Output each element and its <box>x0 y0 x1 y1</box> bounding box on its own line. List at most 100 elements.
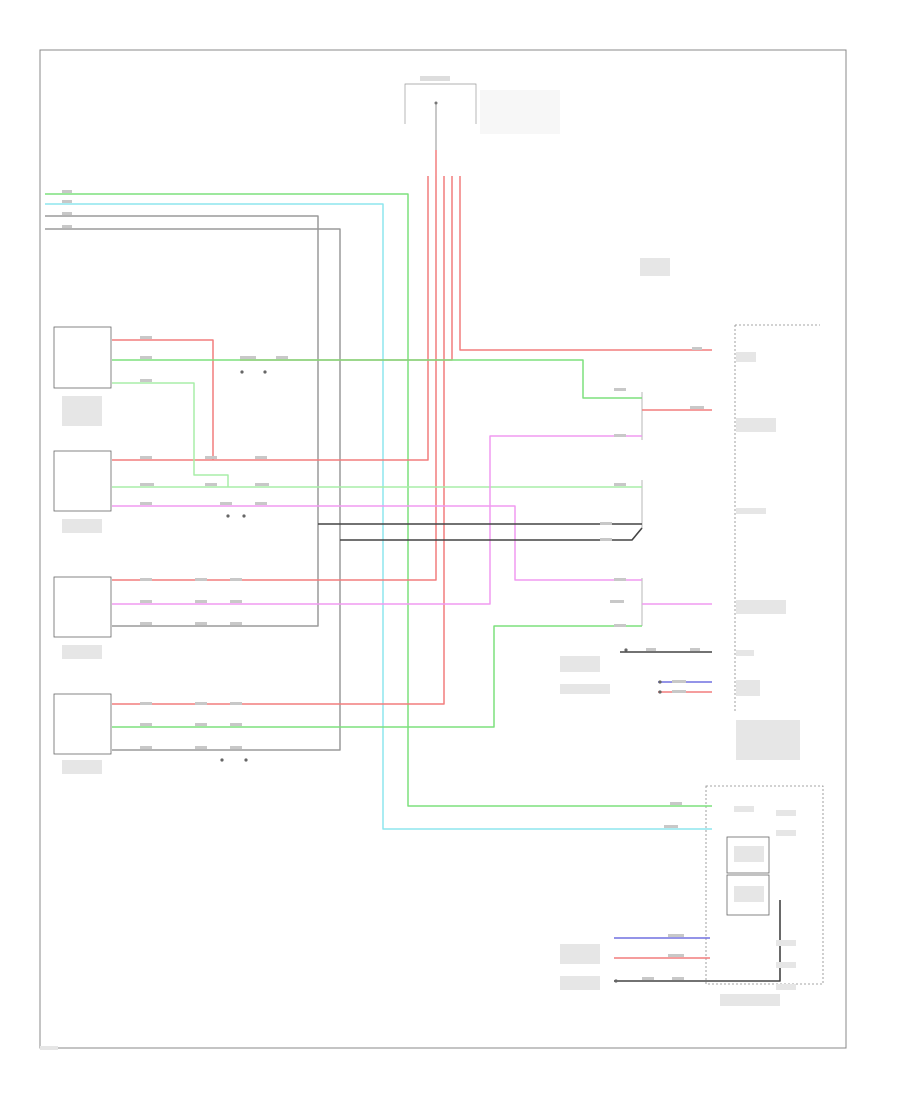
component-label-mark-20 <box>776 940 796 946</box>
wire-red-6 <box>112 176 437 581</box>
wire-label-mark-49 <box>672 690 686 693</box>
wire-label-mark-38 <box>600 522 612 525</box>
component-label-mark-19 <box>776 830 796 836</box>
component-label-mark-17 <box>734 886 764 902</box>
wire-label-mark-20 <box>140 622 152 625</box>
wire-label-mark-47 <box>690 648 700 651</box>
wire-red-9 <box>459 176 712 351</box>
component-label-mark-14 <box>560 976 600 990</box>
splice-dot-2 <box>226 514 230 518</box>
wire-label-mark-53 <box>668 954 684 957</box>
wire-label-mark-51 <box>664 825 678 828</box>
wire-label-mark-2 <box>62 212 72 215</box>
splice-dot-1 <box>263 370 267 374</box>
component-label-mark-21 <box>776 962 796 968</box>
wire-label-mark-32 <box>195 746 207 749</box>
wire-gray-2 <box>45 215 319 627</box>
wire-label-mark-9 <box>140 456 152 459</box>
module-box-2 <box>53 450 112 512</box>
wire-green-16 <box>112 625 642 728</box>
top-junction-note-mark <box>480 90 560 134</box>
component-label-mark-6 <box>736 508 766 514</box>
component-label-mark-5 <box>736 418 776 432</box>
component-label-mark-4 <box>736 352 756 362</box>
wire-label-mark-43 <box>614 578 626 581</box>
component-label-mark-7 <box>736 600 786 614</box>
component-label-mark-24 <box>40 1046 58 1050</box>
splice-dot-7 <box>614 979 618 983</box>
wire-label-mark-52 <box>668 934 684 937</box>
wire-lightgreen-12 <box>112 382 229 487</box>
component-label-mark-9 <box>736 680 760 696</box>
top-junction-label-mark <box>420 76 450 81</box>
wire-label-mark-36 <box>692 347 702 350</box>
wire-label-mark-34 <box>230 723 242 726</box>
wire-label-mark-44 <box>610 600 624 603</box>
wire-black-27 <box>614 900 781 982</box>
wire-label-mark-24 <box>230 578 242 581</box>
wire-label-mark-8 <box>276 356 288 359</box>
splice-dot-5 <box>658 680 662 684</box>
component-label-mark-16 <box>734 846 764 862</box>
component-label-mark-11 <box>560 656 600 672</box>
wire-label-mark-26 <box>230 622 242 625</box>
wire-label-mark-40 <box>614 388 626 391</box>
wire-label-mark-55 <box>672 977 684 980</box>
right-module-outline <box>734 324 820 712</box>
wire-label-mark-46 <box>646 648 656 651</box>
wire-label-mark-50 <box>670 802 682 805</box>
splice-dot-4 <box>624 648 628 652</box>
module-box-1 <box>53 326 112 389</box>
wire-label-mark-30 <box>195 702 207 705</box>
wire-label-mark-48 <box>672 680 686 683</box>
wire-green-0 <box>45 193 712 807</box>
wire-label-mark-12 <box>205 456 217 459</box>
wire-label-mark-14 <box>255 483 269 486</box>
wire-red-7 <box>112 176 445 705</box>
splice-dot-0 <box>240 370 244 374</box>
wire-gray-3 <box>45 228 341 751</box>
wire-label-mark-22 <box>195 600 207 603</box>
wire-pink-14 <box>112 505 642 581</box>
component-label-mark-22 <box>776 984 796 990</box>
wire-label-mark-42 <box>614 483 626 486</box>
wire-label-mark-1 <box>62 200 72 203</box>
component-label-mark-18 <box>776 810 796 816</box>
wire-red-5 <box>112 176 429 461</box>
splice-dot-9 <box>220 758 224 762</box>
wire-label-mark-54 <box>642 977 654 980</box>
wire-label-mark-28 <box>140 723 152 726</box>
wire-label-mark-37 <box>690 406 704 409</box>
component-label-mark-3 <box>62 760 102 774</box>
wire-label-mark-16 <box>205 483 217 486</box>
wire-label-mark-35 <box>230 746 242 749</box>
wire-label-mark-7 <box>240 356 256 359</box>
wire-label-mark-11 <box>140 502 152 505</box>
wire-label-mark-23 <box>195 622 207 625</box>
wire-label-mark-13 <box>255 456 267 459</box>
splice-dot-6 <box>658 690 662 694</box>
component-label-mark-12 <box>560 684 610 694</box>
wire-label-mark-39 <box>600 538 612 541</box>
wire-label-mark-6 <box>140 379 152 382</box>
wire-label-mark-4 <box>140 336 152 339</box>
component-label-mark-25 <box>640 258 670 276</box>
component-label-mark-8 <box>736 650 754 656</box>
component-label-mark-2 <box>62 645 102 659</box>
splice-dot-3 <box>242 514 246 518</box>
wire-pink-15 <box>112 435 642 605</box>
label-marks <box>40 190 800 1050</box>
module-box-3 <box>53 576 112 638</box>
component-label-mark-23 <box>720 994 780 1006</box>
wire-label-mark-33 <box>230 702 242 705</box>
component-label-mark-1 <box>62 519 102 533</box>
wire-label-mark-25 <box>230 600 242 603</box>
wire-label-mark-41 <box>614 434 626 437</box>
wire-black-20 <box>340 527 643 541</box>
wire-label-mark-15 <box>255 502 267 505</box>
wire-label-mark-27 <box>140 702 152 705</box>
component-label-mark-10 <box>736 720 800 760</box>
wire-red-10 <box>112 339 214 460</box>
splice-dot-8 <box>244 758 248 762</box>
